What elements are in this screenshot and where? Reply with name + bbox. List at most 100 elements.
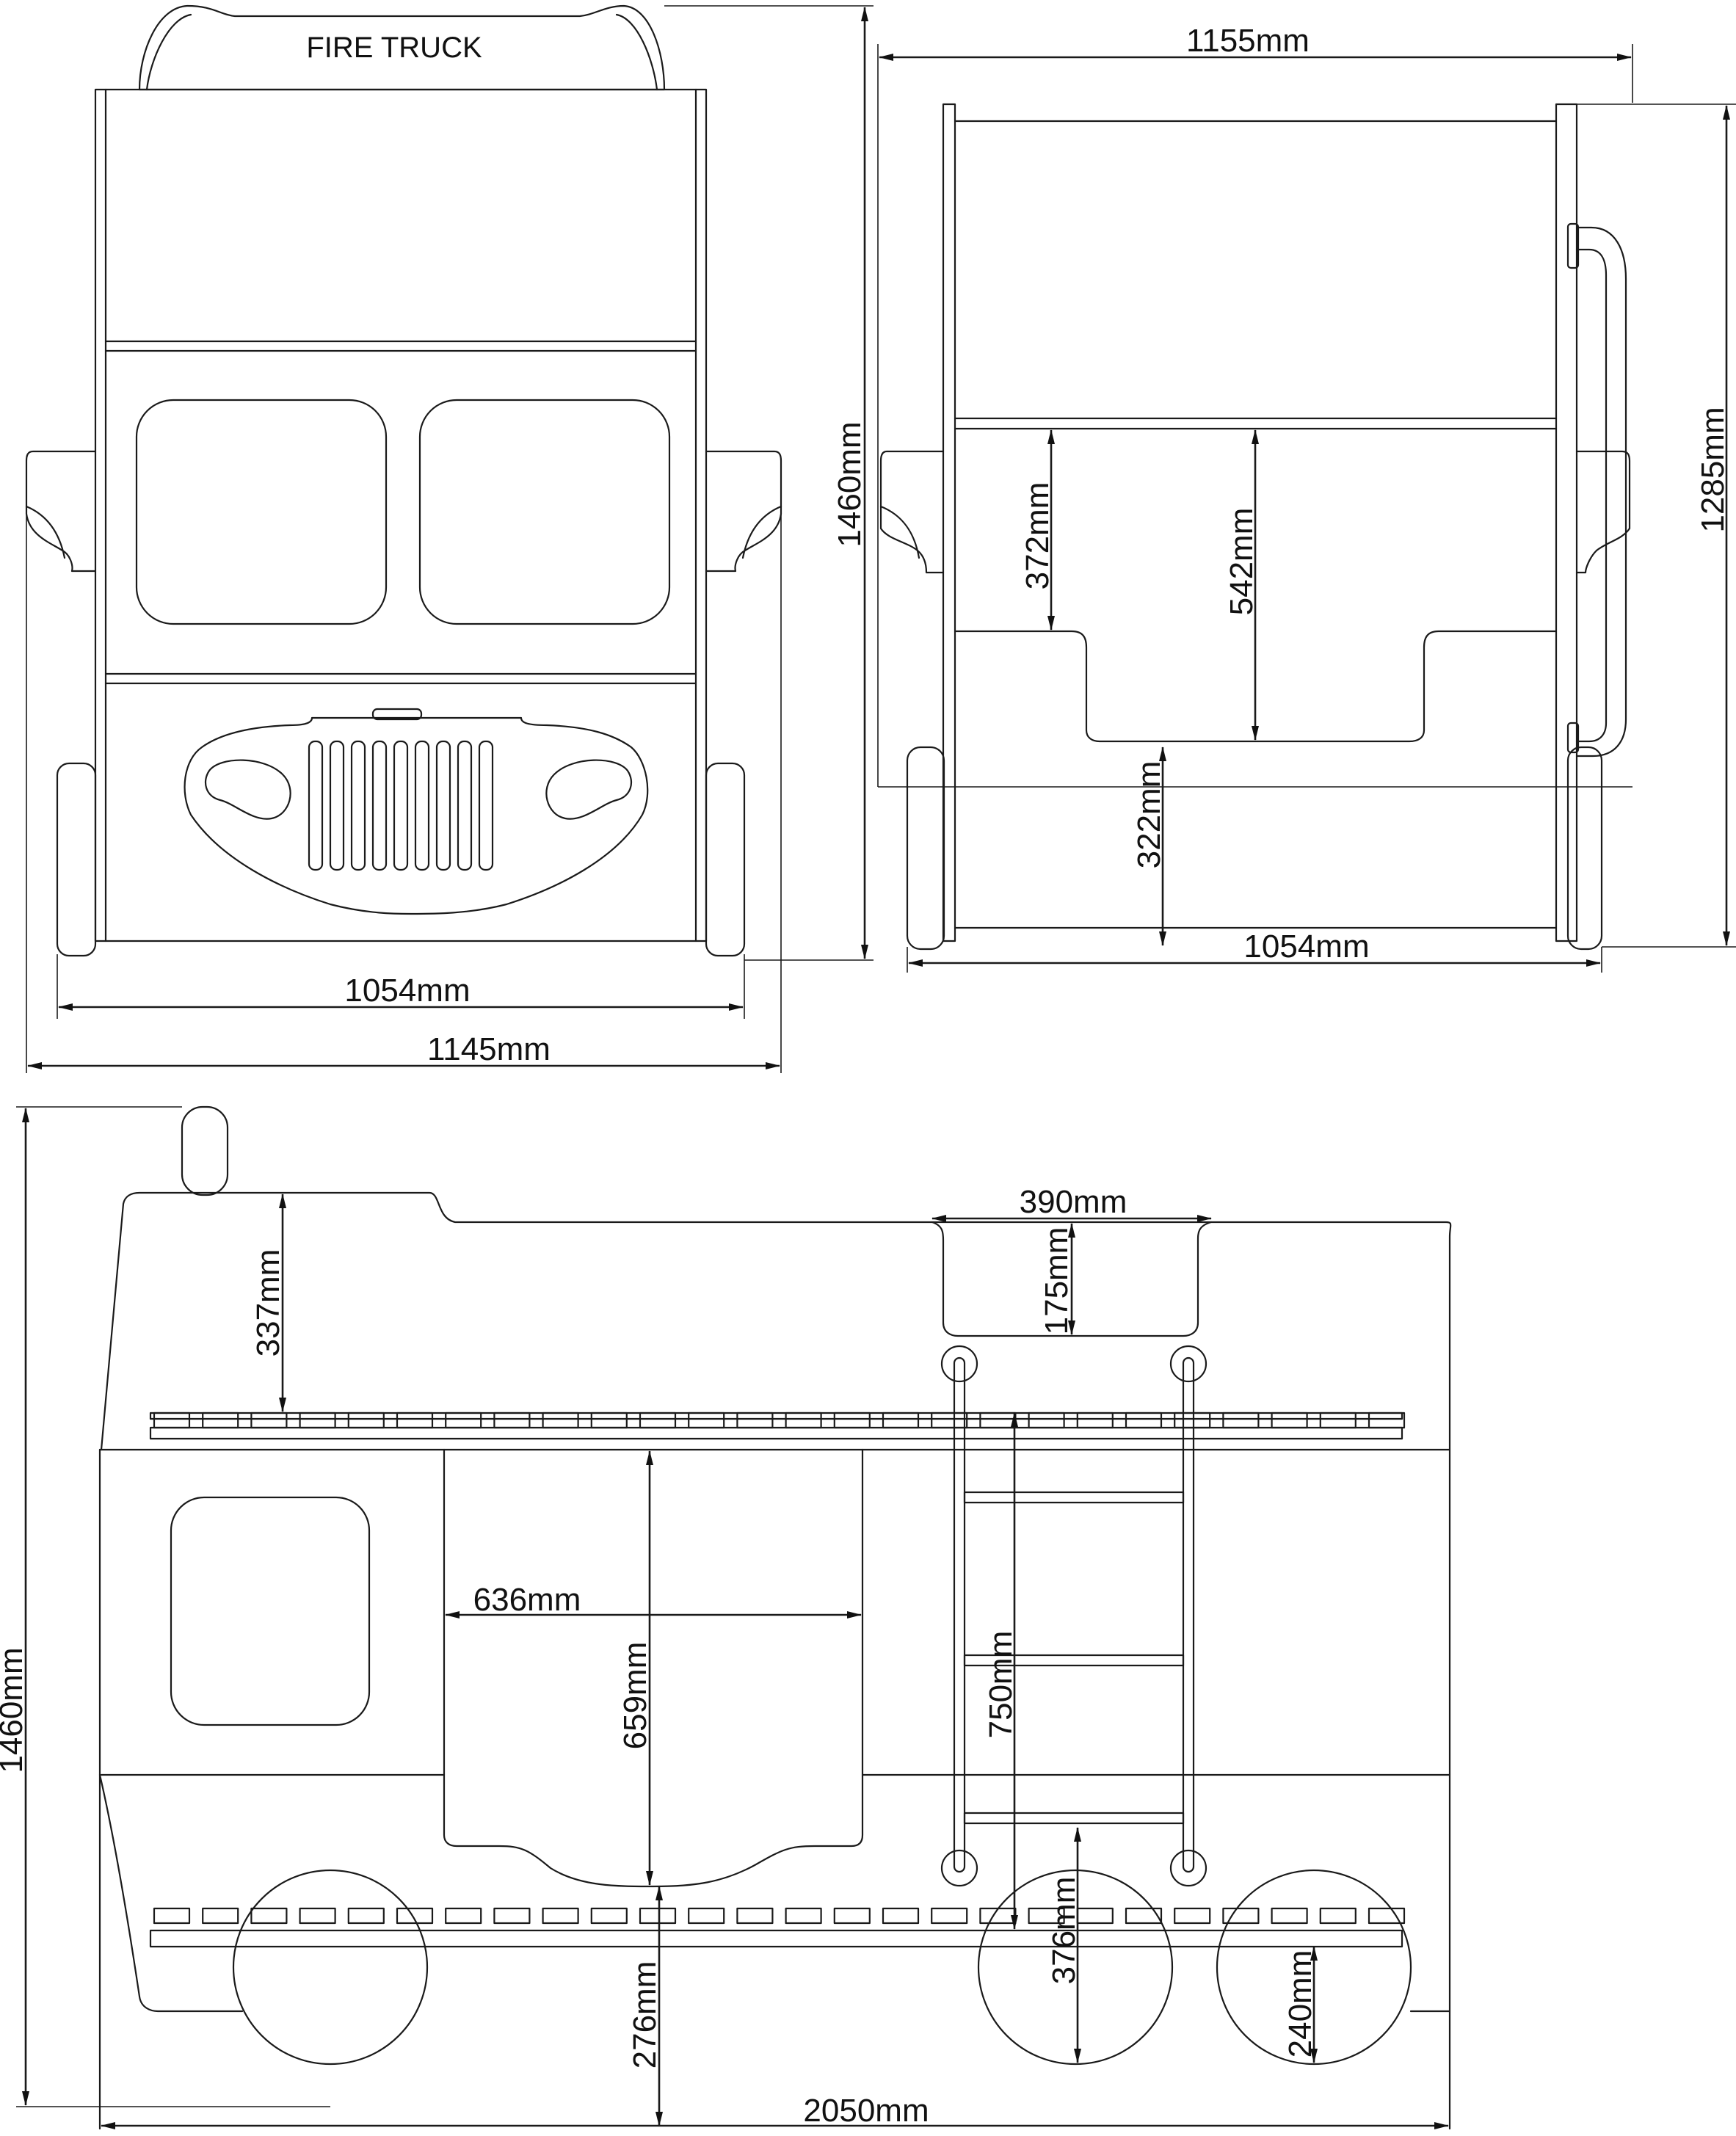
slat-block: [639, 1907, 677, 1925]
slat-block: [1076, 1907, 1114, 1925]
slat-block: [639, 1412, 677, 1429]
slat-block: [1319, 1412, 1357, 1429]
side-view: 1155mm 372mm 542mm 322mm: [877, 23, 1736, 973]
slat-block: [1368, 1907, 1406, 1925]
slat-block: [493, 1907, 531, 1925]
ladder: [940, 1345, 1207, 1887]
front-inner-width-label: 1054mm: [344, 973, 470, 1009]
slat-block: [590, 1412, 628, 1429]
slat-block: [833, 1907, 871, 1925]
slat-block: [1125, 1907, 1163, 1925]
slat-block: [1028, 1907, 1065, 1925]
slat-block: [785, 1412, 822, 1429]
slat-block: [1076, 1412, 1114, 1429]
slat-block: [202, 1412, 239, 1429]
slat-block: [153, 1907, 191, 1925]
long-total-height-label: 1460mm: [0, 1647, 29, 1773]
upper-slat-blocks: [153, 1412, 1406, 1429]
side-lower-clearance-label: 322mm: [1131, 761, 1167, 869]
slat-block: [979, 1907, 1017, 1925]
long-window-depth-label: 175mm: [1039, 1227, 1075, 1335]
slat-block: [153, 1412, 191, 1429]
slat-block: [1174, 1907, 1211, 1925]
slat-block: [688, 1412, 725, 1429]
slat-block: [493, 1412, 531, 1429]
sign-board: [138, 4, 666, 91]
front-frame: [94, 88, 708, 942]
front-leg-left: [56, 762, 97, 957]
slat-block: [1222, 1907, 1260, 1925]
side-opening-height-label: 542mm: [1224, 508, 1260, 616]
sign-text: FIRE TRUCK: [306, 32, 482, 64]
wheel-rear: [1216, 1869, 1412, 2066]
slat-block: [1271, 1907, 1308, 1925]
slat-block: [785, 1907, 822, 1925]
slat-block: [1222, 1412, 1260, 1429]
side-upper-gap-label: 372mm: [1020, 482, 1056, 590]
slat-block: [1028, 1412, 1065, 1429]
long-view: 337mm 390mm 175mm 636mm 659mm 750mm 276m…: [0, 1105, 1452, 2130]
front-window-right: [418, 399, 671, 625]
slat-block: [688, 1907, 725, 1925]
long-side-window: [170, 1496, 371, 1726]
front-total-height-label: 1460mm: [832, 421, 868, 547]
slat-block: [931, 1412, 968, 1429]
front-arm-left: [25, 450, 97, 573]
long-bottom-clearance-label: 276mm: [627, 1961, 663, 2069]
slat-block: [542, 1907, 579, 1925]
slat-block: [1174, 1412, 1211, 1429]
slat-block: [250, 1907, 288, 1925]
slat-block: [1125, 1412, 1163, 1429]
long-total-length-label: 2050mm: [803, 2093, 929, 2129]
slat-block: [445, 1907, 482, 1925]
slat-block: [833, 1412, 871, 1429]
top-window-cutout: [931, 1221, 1213, 1337]
upper-slats: [149, 1412, 1403, 1440]
long-door-width-label: 636mm: [473, 1582, 581, 1618]
slat-block: [931, 1907, 968, 1925]
side-leg-right: [1566, 746, 1603, 951]
lower-slat-blocks: [153, 1907, 1406, 1925]
side-bottom-width-label: 1054mm: [1243, 929, 1369, 965]
wheel-front: [232, 1869, 429, 2066]
front-leg-right: [705, 762, 746, 957]
slat-block: [979, 1412, 1017, 1429]
side-ladder-height-label: 1285mm: [1695, 407, 1731, 532]
front-window-left: [135, 399, 388, 625]
long-ladder-span-label: 750mm: [983, 1631, 1019, 1739]
slat-block: [736, 1907, 774, 1925]
long-window-width-label: 390mm: [1020, 1184, 1127, 1220]
slat-block: [299, 1907, 336, 1925]
side-lower-panel: [954, 630, 1558, 743]
side-post-left: [942, 103, 956, 942]
side-ladder-rail: [1575, 226, 1627, 758]
slat-block: [1319, 1907, 1357, 1925]
side-post-right: [1555, 103, 1578, 942]
side-leg-left: [906, 746, 945, 951]
long-cab-top-label: 337mm: [250, 1249, 286, 1357]
slat-block: [299, 1412, 336, 1429]
slat-block: [445, 1412, 482, 1429]
slat-block: [347, 1907, 385, 1925]
slat-block: [1271, 1412, 1308, 1429]
door-opening: [443, 1448, 864, 1888]
front-grille: [184, 716, 649, 915]
slat-block: [250, 1412, 288, 1429]
slat-block: [202, 1907, 239, 1925]
slat-block: [736, 1412, 774, 1429]
slat-block: [590, 1907, 628, 1925]
slat-block: [396, 1907, 434, 1925]
slat-block: [882, 1907, 920, 1925]
chimney: [181, 1105, 229, 1196]
slat-block: [882, 1412, 920, 1429]
grille-slots: [308, 740, 494, 871]
side-top-width-label: 1155mm: [1186, 23, 1310, 59]
slat-block: [542, 1412, 579, 1429]
slat-block: [347, 1412, 385, 1429]
front-view: FIRE TRUCK: [25, 4, 874, 1073]
long-small-wheel-label: 240mm: [1282, 1950, 1318, 2058]
front-outer-width-label: 1145mm: [427, 1031, 551, 1067]
slat-block: [1368, 1412, 1406, 1429]
long-door-height-label: 659mm: [617, 1642, 653, 1750]
